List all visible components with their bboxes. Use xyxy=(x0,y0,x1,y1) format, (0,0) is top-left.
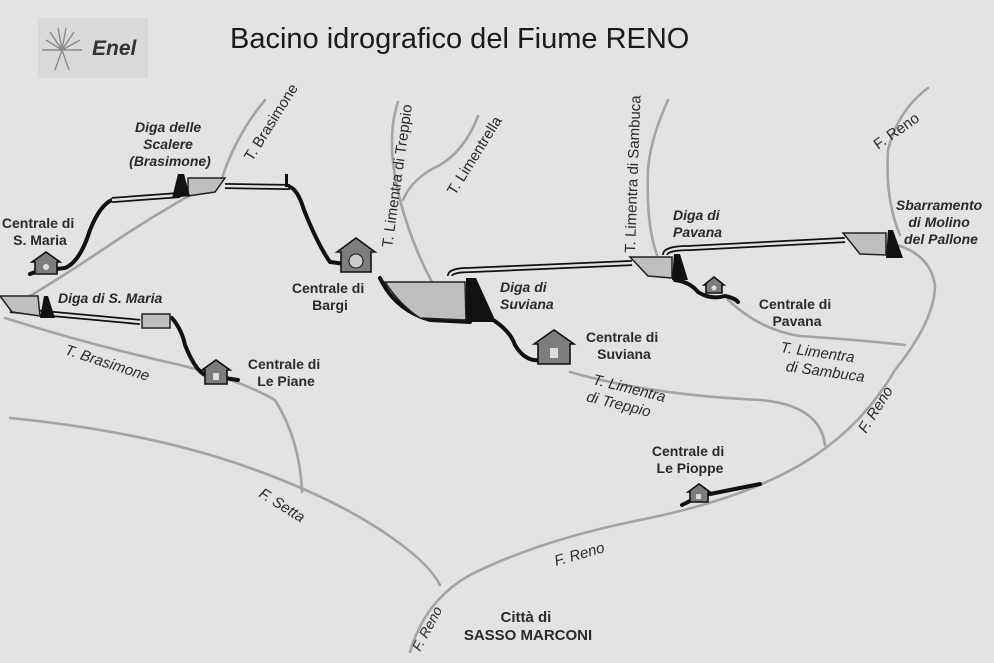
reservoir-s-maria xyxy=(0,295,41,317)
label-t-brasimone-upper: T. Brasimone xyxy=(241,81,302,164)
label-t-limentra-treppio-upper: T. Limentra di Treppio xyxy=(379,103,416,248)
label-centrale-s-maria: Centrale di S. Maria xyxy=(2,215,78,248)
enel-logo-text: Enel xyxy=(92,37,138,60)
label-f-reno-upper: F. Reno xyxy=(871,110,923,154)
dam-pavana xyxy=(672,254,688,280)
reservoir-suviana xyxy=(383,281,467,321)
label-diga-suviana: Diga di Suviana xyxy=(500,279,554,312)
river-t-limentra-treppio-lower xyxy=(568,370,827,447)
house-icon-bargi xyxy=(334,237,378,273)
river-t-limentra-sambuca-lower xyxy=(726,298,907,347)
rivers xyxy=(3,86,937,654)
label-centrale-pavana: Centrale di Pavana xyxy=(759,296,835,329)
river-f-reno xyxy=(408,243,937,654)
label-f-setta: F. Setta xyxy=(256,485,308,526)
river-f-reno-upper xyxy=(886,86,930,237)
enel-sun-icon xyxy=(42,27,82,71)
conduits xyxy=(9,174,846,507)
label-centrale-suviana: Centrale di Suviana xyxy=(586,329,662,362)
river-t-limentrella xyxy=(401,114,480,202)
river-f-setta xyxy=(8,416,442,587)
penstock-le-piane xyxy=(170,316,240,382)
label-centrale-le-piane: Centrale di Le Piane xyxy=(248,356,324,389)
dam-s-maria xyxy=(40,296,55,318)
label-centrale-le-pioppe: Centrale di Le Pioppe xyxy=(652,443,728,476)
label-diga-s-maria: Diga di S. Maria xyxy=(58,290,162,306)
power-stations xyxy=(29,237,727,503)
penstock-pavana xyxy=(673,278,740,304)
labels: T. Brasimone T. Limentra di Treppio T. L… xyxy=(2,81,986,654)
label-f-reno-middle: F. Reno xyxy=(552,539,606,570)
river-t-limentra-sambuca-upper xyxy=(646,98,670,257)
dams xyxy=(0,174,903,329)
dam-suviana xyxy=(466,278,496,322)
reservoir-molino xyxy=(841,232,887,256)
label-t-limentra-treppio-lower: T. Limentra di Treppio xyxy=(585,371,668,420)
label-diga-scalere: Diga delle Scalere (Brasimone) xyxy=(129,119,211,169)
label-centrale-bargi: Centrale di Bargi xyxy=(292,280,368,313)
surge-tank-s-maria xyxy=(141,313,171,329)
label-diga-pavana: Diga di Pavana xyxy=(673,207,724,240)
enel-logo: Enel xyxy=(38,18,148,78)
house-icon-pavana xyxy=(701,275,727,294)
penstock-suviana xyxy=(488,316,542,363)
reservoir-scalere xyxy=(187,177,227,197)
river-t-brasimone-upper xyxy=(28,98,267,298)
label-f-reno-right: F. Reno xyxy=(855,383,897,436)
label-sbarramento-molino-pallone: Sbarramento di Molino del Pallone xyxy=(896,197,986,247)
house-icon-suviana xyxy=(531,329,577,365)
river-t-limentra-treppio xyxy=(390,100,434,284)
diagram-title: Bacino idrografico del Fiume RENO xyxy=(230,23,689,55)
house-icon-le-pioppe xyxy=(685,483,713,503)
label-t-limentra-sambuca-upper: T. Limentra di Sambuca xyxy=(622,94,645,253)
dam-molino-pallone xyxy=(886,230,903,258)
reservoir-pavana xyxy=(628,256,673,279)
label-f-reno-bottom: F. Reno xyxy=(409,603,446,653)
label-t-limentra-sambuca-lower: T. Limentra di Sambuca xyxy=(779,339,865,386)
dam-scalere xyxy=(172,174,190,198)
river-t-brasimone-lower xyxy=(3,316,304,494)
house-icon-le-piane xyxy=(199,359,233,385)
house-icon-s-maria xyxy=(29,251,63,275)
penstock-bargi xyxy=(288,185,347,266)
label-citta-sasso-marconi: Città di SASSO MARCONI xyxy=(464,609,592,644)
